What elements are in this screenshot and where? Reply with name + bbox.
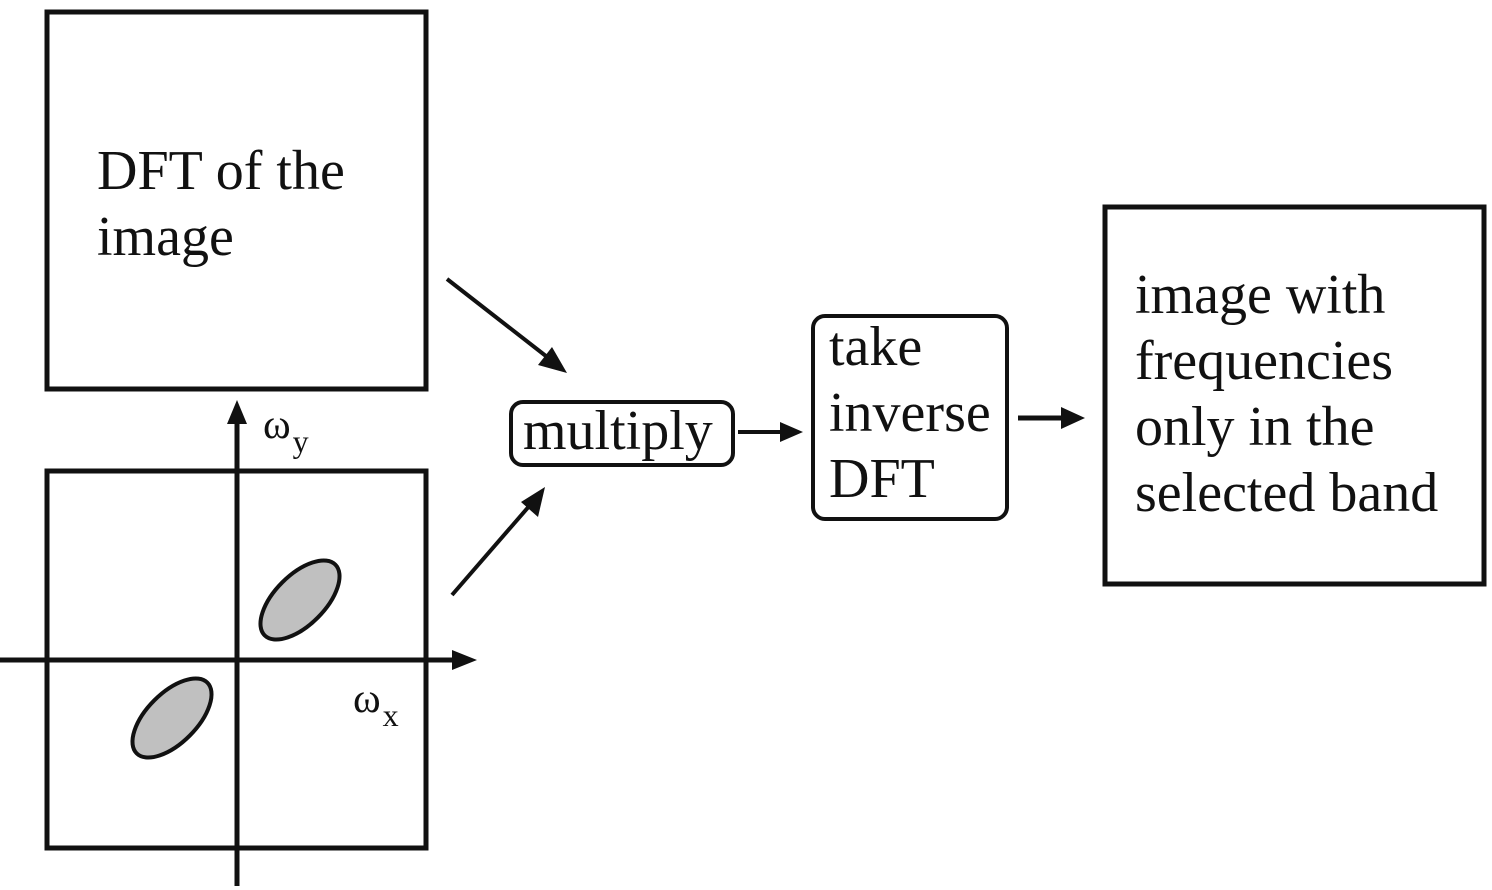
result-box-line3: only in the (1135, 396, 1375, 458)
inverse-box-line1: take (829, 316, 923, 378)
arrow-filter-to-multiply (450, 502, 533, 597)
arrow-inverse-to-result-head (1061, 407, 1085, 429)
inverse-box-line3: DFT (829, 448, 935, 510)
result-box-line2: frequencies (1135, 330, 1394, 392)
wy-axis-arrowhead (227, 400, 247, 424)
result-image-box (1102, 204, 1487, 587)
arrow-dft-to-multiply (445, 277, 553, 362)
wx-axis-arrowhead (452, 650, 477, 670)
result-box-line1: image with (1135, 264, 1386, 326)
dft-box-label-line1: DFT of the (97, 140, 345, 202)
result-box-line4: selected band (1135, 462, 1439, 524)
inverse-box-line2: inverse (829, 382, 991, 444)
wx-axis-label: ωx (353, 676, 399, 733)
arrow-dft-to-multiply-head (538, 347, 567, 373)
arrow-filter-to-multiply-head (521, 487, 545, 517)
dft-box-label-line2: image (97, 206, 234, 268)
multiply-box (509, 400, 735, 467)
passband-ellipse-lower (130, 676, 214, 760)
wy-symbol: ω (263, 402, 291, 448)
inverse-dft-box (811, 314, 1009, 521)
passband-ellipse-upper (258, 558, 342, 642)
wy-subscript: y (292, 423, 309, 459)
wx-symbol: ω (353, 676, 381, 722)
dft-image-box (44, 9, 429, 392)
multiply-label: multiply (523, 400, 713, 462)
wx-subscript: x (382, 697, 399, 733)
arrow-multiply-to-inverse-head (780, 422, 803, 442)
wy-axis-label: ωy (263, 402, 309, 459)
